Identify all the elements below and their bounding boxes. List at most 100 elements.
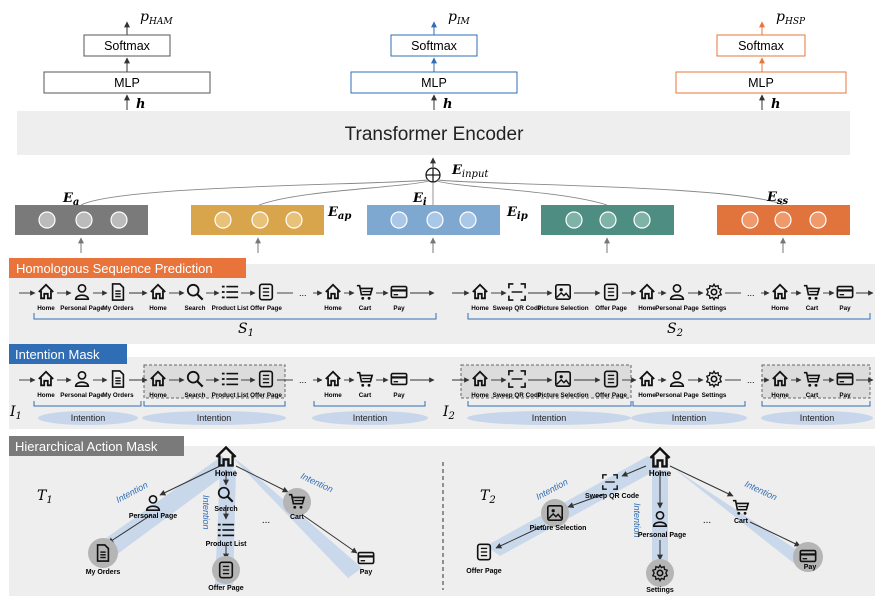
e-ip-label: Eip <box>506 205 528 222</box>
im-left-item-label: Cart <box>359 392 372 399</box>
tree2-n3c-node <box>793 542 823 572</box>
s2-label: S2 <box>667 321 683 339</box>
head-ham: pHAM Softmax MLP h <box>43 9 211 112</box>
intention-label-2: Intention <box>197 413 232 423</box>
hsp-right-item-label: Home <box>471 305 489 312</box>
h-label-im: h <box>443 97 452 112</box>
hsp-left-item-label: Product List <box>212 305 250 312</box>
tree1-nodes: Home Personal Page My Orders Search Prod… <box>86 445 375 592</box>
tree1-n3c-label: Pay <box>360 569 373 576</box>
ham-badge <box>9 436 184 456</box>
im-right-item-label: Cart <box>806 392 819 399</box>
im-left-item-label: Personal Page <box>60 392 104 399</box>
hsp-left-ellipsis: ... <box>299 288 307 298</box>
hsp-left-item-label: Home <box>324 305 342 312</box>
im-left-item-label: Home <box>324 392 342 399</box>
embedding-input-arrows <box>78 237 786 253</box>
s1-label: S1 <box>238 321 254 339</box>
im-right-item-label: Home <box>771 392 789 399</box>
im-right-item-label: Sweep QR Code <box>493 392 542 399</box>
tree2-n1cc-label: Offer Page <box>466 568 502 575</box>
i1-label: I1 <box>9 404 22 422</box>
head-hsp: pHSP Softmax MLP h <box>675 9 847 112</box>
hsp-right-item-label: Picture Selection <box>537 305 588 312</box>
mlp-box-ham <box>43 71 211 94</box>
softmax-label-ham: Softmax <box>104 39 151 53</box>
tree2-n1-label: Sweep QR Code <box>585 493 639 500</box>
tree1-n3-node <box>283 488 311 516</box>
hsp-right-item-label: Home <box>638 305 656 312</box>
im-right-item-label: Offer Page <box>595 392 627 399</box>
tree2-n2c-node <box>646 559 674 587</box>
e-ap-label: Eap <box>327 205 351 222</box>
mlp-label-ham: MLP <box>114 76 140 90</box>
hsp-right-item-label: Pay <box>839 305 851 312</box>
mlp-box-im <box>350 71 518 94</box>
softmax-box-ham <box>83 34 171 57</box>
prob-im: pIM <box>448 9 471 27</box>
hsp-left-item-label: Cart <box>359 305 372 312</box>
intention-brackets <box>33 401 871 407</box>
tree2-dots: ... <box>703 515 711 526</box>
tree2-root-label: Home <box>649 469 672 478</box>
hsp-left-item-label: My Orders <box>102 305 134 312</box>
sum-icon <box>425 167 441 183</box>
s2-bracket <box>467 313 871 320</box>
tree1-n2-label: Search <box>214 506 237 513</box>
tree1-n1c-label: My Orders <box>86 569 121 576</box>
tree1-intention-b: Intention <box>201 495 211 530</box>
intention-label-4: Intention <box>532 413 567 423</box>
im-right-ellipsis: ... <box>747 375 755 385</box>
tree2-n3c-label: Pay <box>804 564 817 571</box>
tree1-n2c-label: Offer Page <box>208 585 244 592</box>
tree2-n1c-label: Picture Selection <box>530 525 587 532</box>
head-im: pIM Softmax MLP h <box>350 9 518 112</box>
im-right-item-label: Home <box>638 392 656 399</box>
hsp-left-item-label: Home <box>149 305 167 312</box>
hsp-left-item-label: Offer Page <box>250 305 282 312</box>
softmax-label-hsp: Softmax <box>738 39 785 53</box>
im-left-item-label: My Orders <box>102 392 134 399</box>
im-badge <box>9 344 127 364</box>
e-a-label: Ea <box>62 191 79 208</box>
mlp-label-hsp: MLP <box>748 76 774 90</box>
tree2-nodes: Home Sweep QR Code Picture Selection Off… <box>466 446 823 594</box>
embedding-ip: Eip <box>506 205 674 235</box>
hsp-right-item-label: Settings <box>702 305 727 312</box>
transformer-encoder-box <box>17 111 850 155</box>
embedding-ap: Eap <box>191 205 351 235</box>
e-input-label: Einput <box>451 163 489 180</box>
hsp-right-item-label: Personal Page <box>655 305 699 312</box>
hsp-right-item-label: Sweep QR Code <box>493 305 542 312</box>
tree1-n2b-label: Product List <box>206 541 248 548</box>
hsp-left-item-label: Pay <box>393 305 405 312</box>
im-right-item-label: Settings <box>702 392 727 399</box>
softmax-box-im <box>390 34 478 57</box>
h-label-ham: h <box>136 97 145 112</box>
tree2-n2-label: Personal Page <box>638 532 686 539</box>
hsp-title: Homologous Sequence Prediction <box>16 261 213 276</box>
prob-ham: pHAM <box>140 9 173 27</box>
hsp-left-item-label: Personal Page <box>60 305 104 312</box>
tree2-n2c-label: Settings <box>646 587 674 594</box>
e-ss-label: Ess <box>766 190 789 207</box>
im-right-item-label: Personal Page <box>655 392 699 399</box>
im-right-item-label: Pay <box>839 392 851 399</box>
tree1-n3-label: Cart <box>290 514 305 521</box>
intention-label-6: Intention <box>800 413 835 423</box>
hsp-left-item-label: Search <box>184 305 205 312</box>
mlp-box-hsp <box>675 71 847 94</box>
embedding-ss: Ess <box>717 190 850 235</box>
hsp-right-ellipsis: ... <box>747 288 755 298</box>
im-left-item-label: Product List <box>212 392 250 399</box>
im-right-item-label: Picture Selection <box>537 392 588 399</box>
hsp-left-item-label: Home <box>37 305 55 312</box>
mlp-label-im: MLP <box>421 76 447 90</box>
im-right-item-label: Home <box>471 392 489 399</box>
hsp-right-item-label: Home <box>771 305 789 312</box>
tree1-edges <box>107 465 358 560</box>
hsp-badge <box>9 258 246 278</box>
im-left-item-label: Search <box>184 392 205 399</box>
